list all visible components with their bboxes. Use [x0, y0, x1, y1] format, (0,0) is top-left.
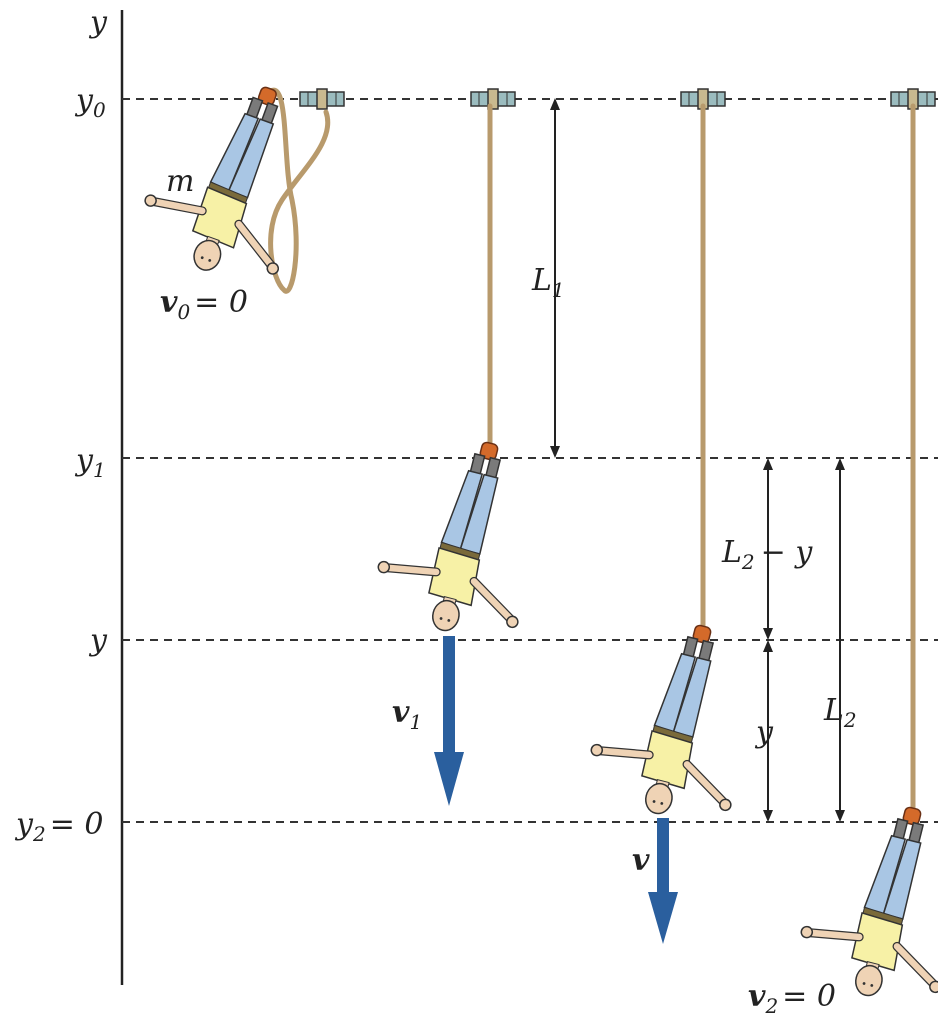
ropes: [263, 87, 916, 813]
velocity-arrow-v: [648, 818, 678, 944]
start-velocity-label: v0= 0: [160, 285, 248, 324]
axis-label-y: y: [88, 5, 108, 40]
rope-slack: [263, 87, 331, 294]
velocity-label-v1: v1: [392, 695, 422, 734]
mass-label: m: [166, 164, 194, 199]
label-L2-minus-y: L2− y: [721, 535, 813, 574]
clamp-1: [299, 88, 345, 110]
velocity-label-v: v: [632, 843, 650, 878]
clamp-2: [470, 88, 516, 110]
dimension-arrows: [550, 98, 845, 822]
label-L1: L1: [531, 263, 565, 302]
reference-levels: [122, 98, 938, 823]
level-label-y2: y2= 0: [14, 807, 103, 846]
velocity-arrow-v1: [434, 636, 464, 806]
velocity-label-v2: v2= 0: [748, 979, 836, 1018]
label-y-segment: y: [754, 715, 774, 750]
label-L2: L2: [823, 693, 857, 732]
level-label-y1: y1: [74, 443, 106, 482]
level-label-y0: y0: [74, 83, 106, 122]
level-label-y: y: [88, 623, 108, 658]
